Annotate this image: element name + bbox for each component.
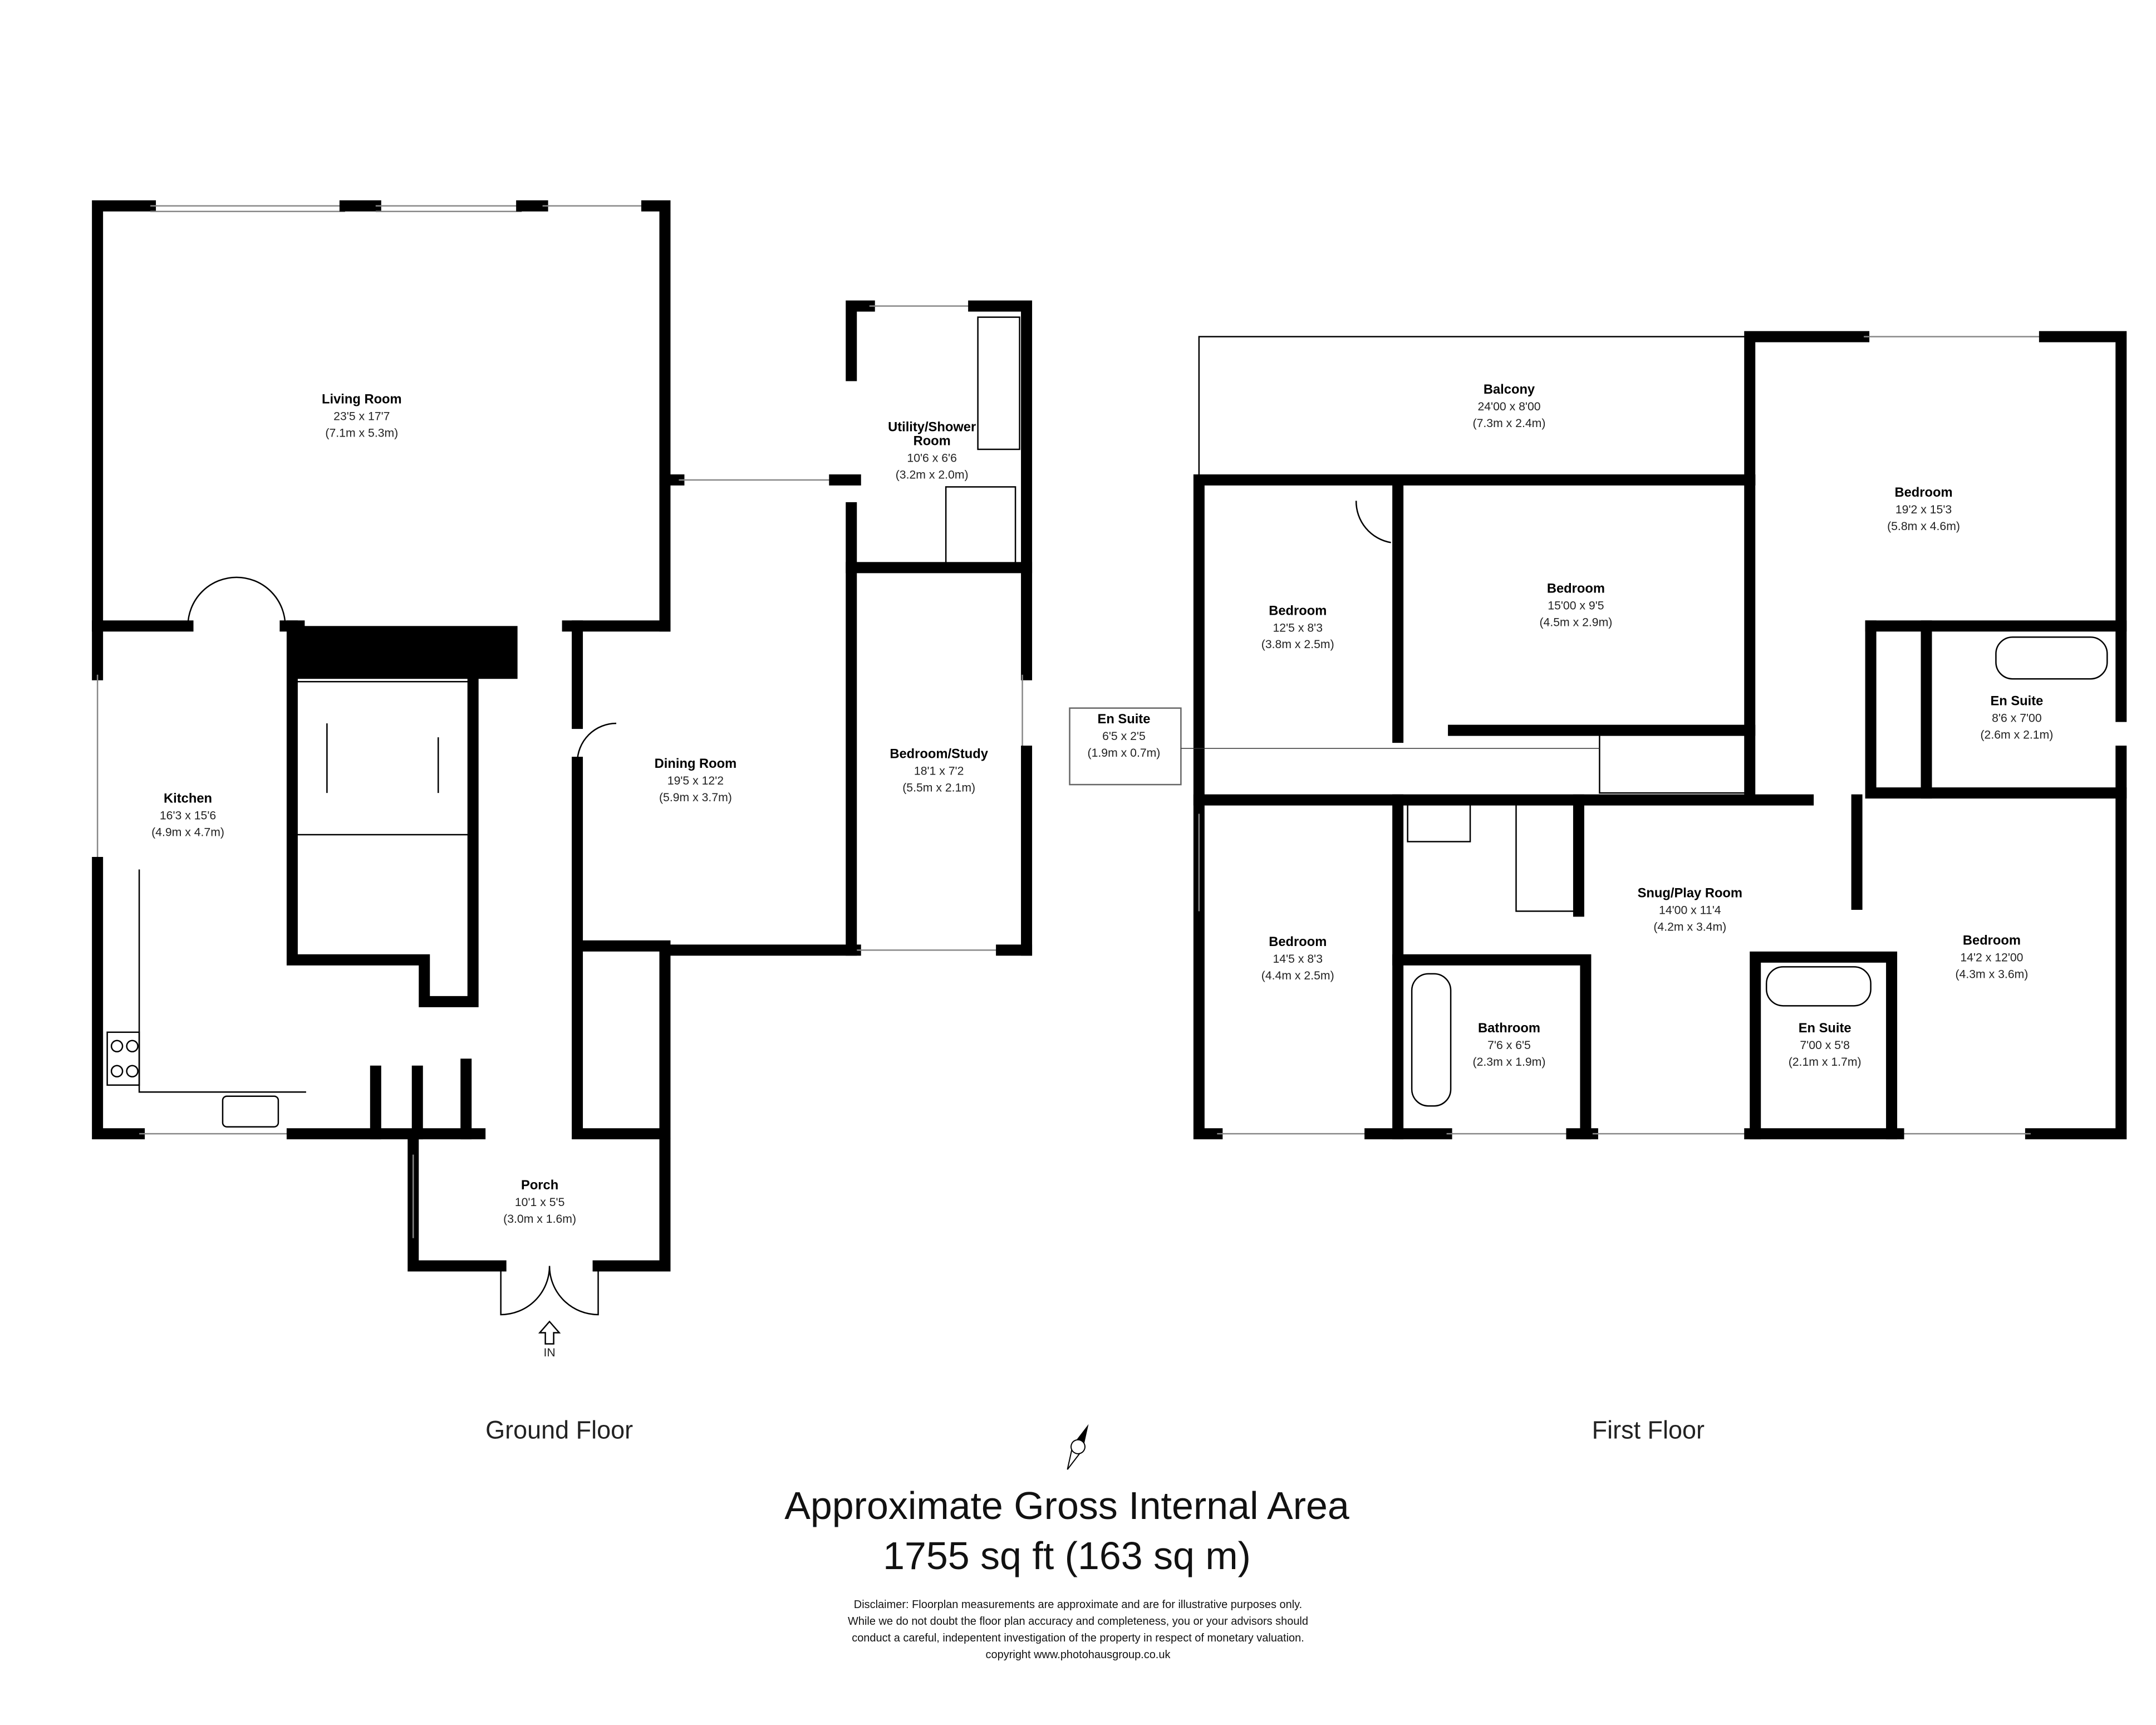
room-name: Bedroom	[1547, 581, 1605, 596]
room-dimensions-imperial: 8'6 x 7'00	[1992, 712, 2042, 725]
area-value: 1755 sq ft (163 sq m)	[883, 1534, 1251, 1577]
room-name: Bedroom	[1894, 486, 1952, 500]
room-name: Bedroom/Study	[890, 747, 988, 762]
area-title: Approximate Gross Internal Area	[784, 1484, 1349, 1527]
room-dimensions-imperial: 7'6 x 6'5	[1487, 1039, 1531, 1052]
room-name: Room	[914, 434, 951, 448]
entrance-label: IN	[544, 1346, 556, 1359]
room-dimensions-metric: (4.5m x 2.9m)	[1539, 616, 1612, 629]
room-dimensions-imperial: 7'00 x 5'8	[1800, 1039, 1850, 1052]
room-dimensions-imperial: 14'00 x 11'4	[1659, 904, 1721, 917]
room-name: Utility/Shower	[888, 420, 976, 435]
room-dimensions-metric: (2.1m x 1.7m)	[1789, 1056, 1862, 1069]
room-name: Snug/Play Room	[1638, 886, 1742, 900]
room-name: Kitchen	[164, 792, 212, 806]
room-dimensions-imperial: 16'3 x 15'6	[160, 810, 216, 822]
ground-floor-label: Ground Floor	[485, 1415, 633, 1444]
room-dimensions-metric: (4.2m x 3.4m)	[1653, 920, 1726, 933]
room-name: En Suite	[1098, 712, 1151, 727]
room-dimensions-metric: (7.1m x 5.3m)	[325, 427, 398, 439]
room-name: Dining Room	[655, 757, 737, 771]
room-name: Bedroom	[1269, 604, 1327, 618]
room-name: Bathroom	[1478, 1021, 1540, 1036]
room-dimensions-imperial: 19'5 x 12'2	[667, 775, 724, 787]
room-name: Balcony	[1484, 383, 1535, 397]
room-name: Porch	[521, 1178, 558, 1193]
en-suite-callout-box	[1069, 707, 1182, 786]
first-floor-plan	[1069, 331, 2127, 1140]
room-dimensions-metric: (4.3m x 3.6m)	[1955, 968, 2028, 981]
room-dimensions-imperial: 19'2 x 15'3	[1895, 503, 1952, 516]
room-dimensions-metric: (3.2m x 2.0m)	[896, 468, 969, 481]
disclaimer-line: Disclaimer: Floorplan measurements are a…	[854, 1599, 1302, 1611]
disclaimer-line: While we do not doubt the floor plan acc…	[848, 1615, 1308, 1628]
room-name: Living Room	[322, 393, 402, 407]
room-dimensions-imperial: 6'5 x 2'5	[1102, 730, 1146, 743]
room-dimensions-imperial: 14'2 x 12'00	[1960, 951, 2023, 964]
room-dimensions-metric: (5.9m x 3.7m)	[659, 791, 732, 804]
room-dimensions-metric: (5.5m x 2.1m)	[902, 782, 975, 795]
ground-floor-plan	[92, 200, 1033, 1345]
room-dimensions-imperial: 24'00 x 8'00	[1477, 400, 1540, 413]
room-name: En Suite	[1799, 1021, 1851, 1036]
room-dimensions-imperial: 12'5 x 8'3	[1273, 621, 1323, 634]
room-name: Bedroom	[1269, 935, 1327, 949]
north-arrow-icon	[1067, 1424, 1089, 1470]
first-floor-label: First Floor	[1592, 1415, 1705, 1444]
room-dimensions-metric: (3.0m x 1.6m)	[503, 1213, 576, 1226]
disclaimer-line: conduct a careful, indepentent investiga…	[852, 1632, 1304, 1644]
copyright-line: copyright www.photohausgroup.co.uk	[986, 1649, 1171, 1661]
room-name: En Suite	[1990, 694, 2043, 709]
room-dimensions-imperial: 14'5 x 8'3	[1273, 953, 1323, 966]
room-dimensions-imperial: 10'1 x 5'5	[515, 1196, 565, 1209]
room-dimensions-metric: (1.9m x 0.7m)	[1088, 747, 1161, 759]
fireplace	[292, 626, 518, 679]
room-dimensions-imperial: 15'00 x 9'5	[1548, 599, 1604, 612]
room-dimensions-metric: (4.9m x 4.7m)	[151, 826, 224, 839]
room-dimensions-imperial: 10'6 x 6'6	[907, 452, 957, 464]
room-dimensions-metric: (2.6m x 2.1m)	[1980, 729, 2053, 742]
room-dimensions-imperial: 18'1 x 7'2	[914, 765, 964, 778]
room-dimensions-metric: (3.8m x 2.5m)	[1261, 638, 1334, 651]
room-dimensions-imperial: 23'5 x 17'7	[333, 410, 390, 423]
room-name: Bedroom	[1963, 933, 2021, 948]
room-dimensions-metric: (7.3m x 2.4m)	[1473, 417, 1546, 430]
room-dimensions-metric: (2.3m x 1.9m)	[1473, 1056, 1546, 1069]
room-dimensions-metric: (5.8m x 4.6m)	[1887, 520, 1960, 533]
room-dimensions-metric: (4.4m x 2.5m)	[1261, 969, 1334, 982]
balcony-outline	[1198, 336, 1751, 481]
entrance-arrow-icon	[538, 1320, 561, 1345]
